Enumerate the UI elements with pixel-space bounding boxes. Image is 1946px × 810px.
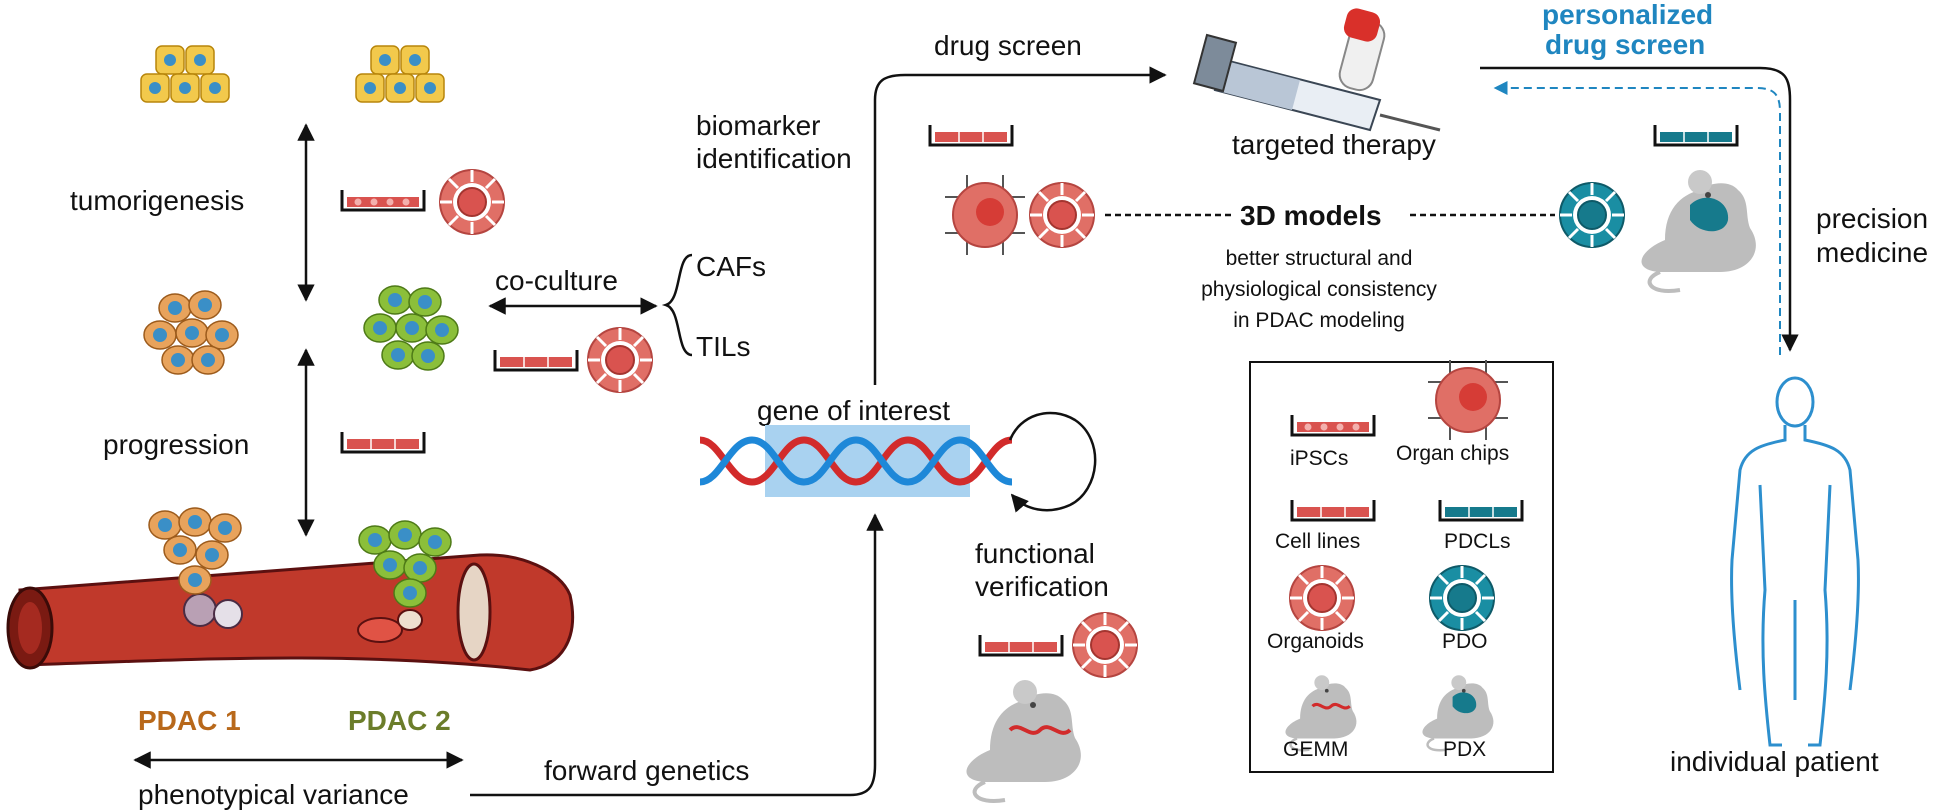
forward-genetics-label: forward genetics — [544, 755, 749, 786]
functional-verification-loop — [1008, 411, 1097, 513]
3d-models-label: 3D models — [1240, 200, 1382, 231]
tumor-cluster-pdac2 — [363, 285, 459, 371]
cafs-label: CAFs — [696, 251, 766, 282]
tils-label: TILs — [696, 331, 750, 362]
legend-box — [1249, 361, 1554, 773]
phenotypical-variance-label: phenotypical variance — [138, 779, 409, 810]
dna-helix-icon — [699, 436, 1013, 486]
gemm-mouse-icon — [964, 678, 1083, 803]
biomarker-label-line1: biomarker — [696, 110, 820, 141]
legend-gemm-icon — [1284, 673, 1358, 752]
cell-lines-dish-icon — [340, 430, 426, 454]
precision-label-line2: medicine — [1816, 237, 1928, 268]
organoid-icon — [1028, 181, 1096, 249]
organoid-icon — [438, 168, 506, 236]
legend-pdx-label: PDX — [1443, 738, 1486, 761]
tumorigenesis-label: tumorigenesis — [70, 185, 244, 216]
functional-label-line2: verification — [975, 571, 1109, 602]
precision-label-line1: precision — [1816, 203, 1928, 234]
gene-highlight — [765, 425, 970, 497]
co-culture-brace — [661, 253, 693, 357]
epithelial-cells-right — [355, 45, 445, 103]
cell-lines-dish-icon — [978, 633, 1064, 657]
personalized-drug-screen-arrow — [1493, 81, 1781, 355]
pdcls-dish-icon — [1653, 123, 1739, 147]
pdo-icon — [1558, 181, 1626, 249]
legend-cell-lines-label: Cell lines — [1275, 530, 1360, 553]
co-culture-label: co-culture — [495, 265, 618, 296]
legend-organoids-label: Organoids — [1267, 630, 1364, 653]
legend-organ-chips-label: Organ chips — [1396, 442, 1509, 465]
blood-vessel — [6, 553, 575, 672]
tumor-cluster-pdac1 — [143, 290, 239, 375]
organoid-icon — [586, 326, 654, 394]
consistency-line2: physiological consistency — [1201, 278, 1437, 301]
cell-lines-dish-icon — [493, 348, 579, 372]
drug-screen-label: drug screen — [934, 30, 1082, 61]
epithelial-cells-left — [140, 45, 230, 103]
organ-chip-icon — [944, 174, 1026, 256]
targeted-therapy-label: targeted therapy — [1232, 129, 1436, 160]
legend-organoids-icon — [1288, 564, 1356, 632]
legend-pdcls-label: PDCLs — [1444, 530, 1511, 553]
legend-pdo-label: PDO — [1442, 630, 1488, 653]
pdac2-label: PDAC 2 — [348, 705, 451, 736]
personalized-label-line1: personalized — [1542, 0, 1713, 30]
pdx-mouse-icon — [1639, 168, 1758, 293]
legend-pdx-icon — [1421, 673, 1495, 752]
personalized-label-line2: drug screen — [1545, 29, 1705, 60]
functional-label-line1: functional — [975, 538, 1095, 569]
legend-ipscs-label: iPSCs — [1290, 447, 1348, 470]
legend-pdo-icon — [1428, 564, 1496, 632]
individual-patient-label: individual patient — [1670, 746, 1879, 777]
progression-label: progression — [103, 429, 249, 460]
syringe-icon — [1192, 8, 1441, 132]
legend-gemm-label: GEMM — [1283, 738, 1348, 761]
consistency-line3: in PDAC modeling — [1233, 309, 1405, 332]
pdac1-label: PDAC 1 — [138, 705, 241, 736]
drug-screen-arrow — [873, 66, 1167, 385]
ipscs-dish-icon — [340, 188, 426, 212]
precision-medicine-arrow — [1480, 66, 1799, 352]
consistency-line1: better structural and — [1226, 247, 1413, 270]
cell-lines-dish-icon — [928, 123, 1014, 147]
organoid-icon — [1071, 611, 1139, 679]
biomarker-label-line2: identification — [696, 143, 852, 174]
gene-of-interest-label: gene of interest — [757, 395, 950, 426]
forward-genetics-arrow — [470, 513, 884, 797]
human-body-icon — [1730, 376, 1860, 747]
